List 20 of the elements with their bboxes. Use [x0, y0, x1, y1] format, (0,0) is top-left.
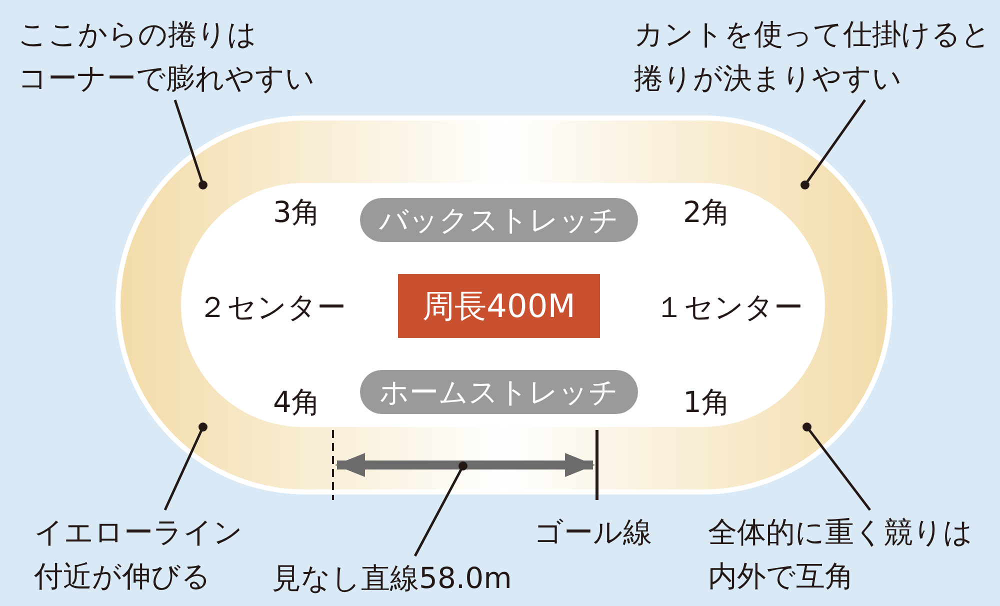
- length-badge: 周長400M: [398, 274, 600, 338]
- callout-text: イエローライン付近が伸びる: [34, 510, 243, 598]
- straight-badge: ホームストレッチ: [360, 370, 638, 414]
- leader-line: [164, 422, 208, 511]
- callout-text: 見なし直線58.0m: [272, 556, 512, 600]
- goal-label: ゴール線: [534, 514, 652, 551]
- callout-text: カントを使って仕掛けると捲りが決まりやすい: [634, 12, 991, 100]
- corner-label: 1角: [683, 384, 730, 421]
- corner-label: 4角: [273, 384, 320, 421]
- leader-line: [174, 100, 208, 190]
- straight-badge: バックストレッチ: [360, 198, 638, 242]
- callout-text: ここからの捲りはコーナーで膨れやすい: [18, 12, 315, 100]
- corner-label: 2角: [683, 194, 730, 231]
- center-label: １センター: [655, 289, 803, 326]
- corner-label: 3角: [273, 194, 320, 231]
- leader-line: [800, 99, 866, 190]
- leader-line: [802, 422, 871, 511]
- callout-text: 全体的に重く競りは内外で互角: [708, 510, 973, 598]
- leader-line: [414, 462, 468, 557]
- center-label: ２センター: [198, 289, 346, 326]
